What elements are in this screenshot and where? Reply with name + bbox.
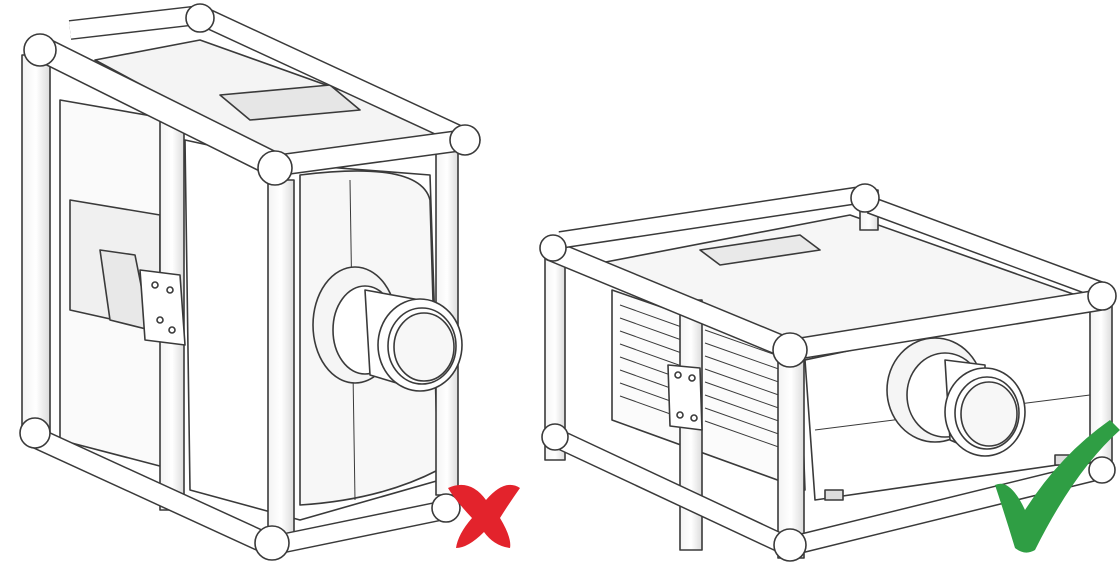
projector-horizontal-illustration [539, 183, 1117, 562]
cross-icon [448, 484, 520, 548]
projector-vertical-illustration [19, 3, 481, 561]
checkmark-icon [995, 420, 1120, 553]
